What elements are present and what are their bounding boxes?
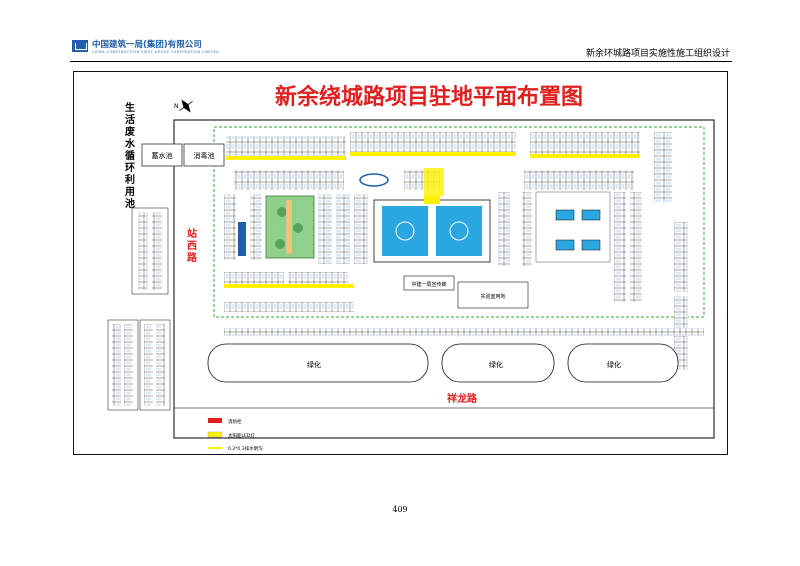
company-logo-icon [72, 40, 88, 52]
green-belt-2: 绿化 [441, 343, 555, 383]
dorm-block [674, 222, 688, 292]
dorm-block [530, 132, 640, 154]
dorm-block [654, 132, 672, 202]
dorm-block [522, 192, 532, 266]
legend-solar-led: 太阳能LED灯 [228, 432, 255, 439]
pool-icon [359, 173, 389, 187]
legend-hydrant: 消防栓 [228, 418, 242, 425]
laboratory-area: 实验室用地 [457, 281, 529, 309]
svg-text:绿化: 绿化 [607, 360, 621, 369]
green-belt-1: 绿化 [207, 343, 429, 383]
site-boundary [173, 119, 715, 439]
dorm-block [614, 192, 626, 302]
page-header: 中国建筑一局(集团)有限公司 CHINA CONSTRUCTION FIRST … [70, 36, 732, 62]
publicity-corridor: 中建一局宣传廊 [403, 275, 455, 291]
south-road-label: 祥龙路 [447, 392, 478, 405]
document-title: 新余环城路项目实施性施工组织设计 [585, 49, 730, 59]
svg-text:实验室用地: 实验室用地 [480, 293, 505, 300]
svg-text:绿化: 绿化 [489, 360, 503, 369]
dorm-block [131, 207, 169, 295]
west-road-label: 站西路 [185, 227, 197, 264]
dorm-block [498, 192, 510, 266]
dorm-block [224, 194, 236, 260]
svg-text:中建一局宣传廊: 中建一局宣传廊 [411, 281, 446, 288]
svg-text:蓄水池: 蓄水池 [152, 151, 173, 160]
svg-text:N: N [174, 103, 179, 110]
dorm-block [234, 170, 344, 190]
figure-title: 新余绕城路项目驻地平面布置图 [275, 84, 583, 110]
storage-pool: 蓄水池 [141, 143, 183, 167]
site-plan-drawing: 新余绕城路项目驻地平面布置图 N 生活废水循环利用池 蓄水池 消毒池 [107, 84, 715, 452]
company-name-en: CHINA CONSTRUCTION FIRST GROUP CORPORATI… [92, 50, 220, 54]
legend-drain: 0.3*0.3排水明沟 [228, 445, 263, 452]
dorm-block [354, 194, 368, 264]
dorm-block [630, 192, 642, 302]
svg-text:绿化: 绿化 [307, 360, 321, 369]
green-belt-3: 绿化 [567, 343, 679, 383]
dorm-block [224, 302, 354, 312]
wastewater-pool-label: 生活废水循环利用池 [123, 101, 136, 210]
site-layout-figure: 新余绕城路项目驻地平面布置图 N 生活废水循环利用池 蓄水池 消毒池 [73, 71, 728, 455]
dorm-block [350, 132, 516, 152]
dorm-block [224, 272, 284, 284]
dorm-block [250, 194, 262, 260]
dorm-block [318, 194, 332, 264]
dorm-block [226, 136, 346, 156]
dorm-block [336, 194, 350, 264]
page-number: 409 [392, 505, 408, 514]
disinfection-pool: 消毒池 [183, 143, 225, 167]
basketball-court [373, 196, 491, 263]
north-arrow-icon: N [174, 99, 193, 113]
legend: 消防栓 太阳能LED灯 0.3*0.3排水明沟 [207, 418, 263, 452]
company-name: 中国建筑一局(集团)有限公司 [92, 40, 202, 50]
dorm-block [288, 272, 348, 284]
dorm-block [524, 170, 634, 190]
svg-text:消毒池: 消毒池 [194, 151, 215, 160]
